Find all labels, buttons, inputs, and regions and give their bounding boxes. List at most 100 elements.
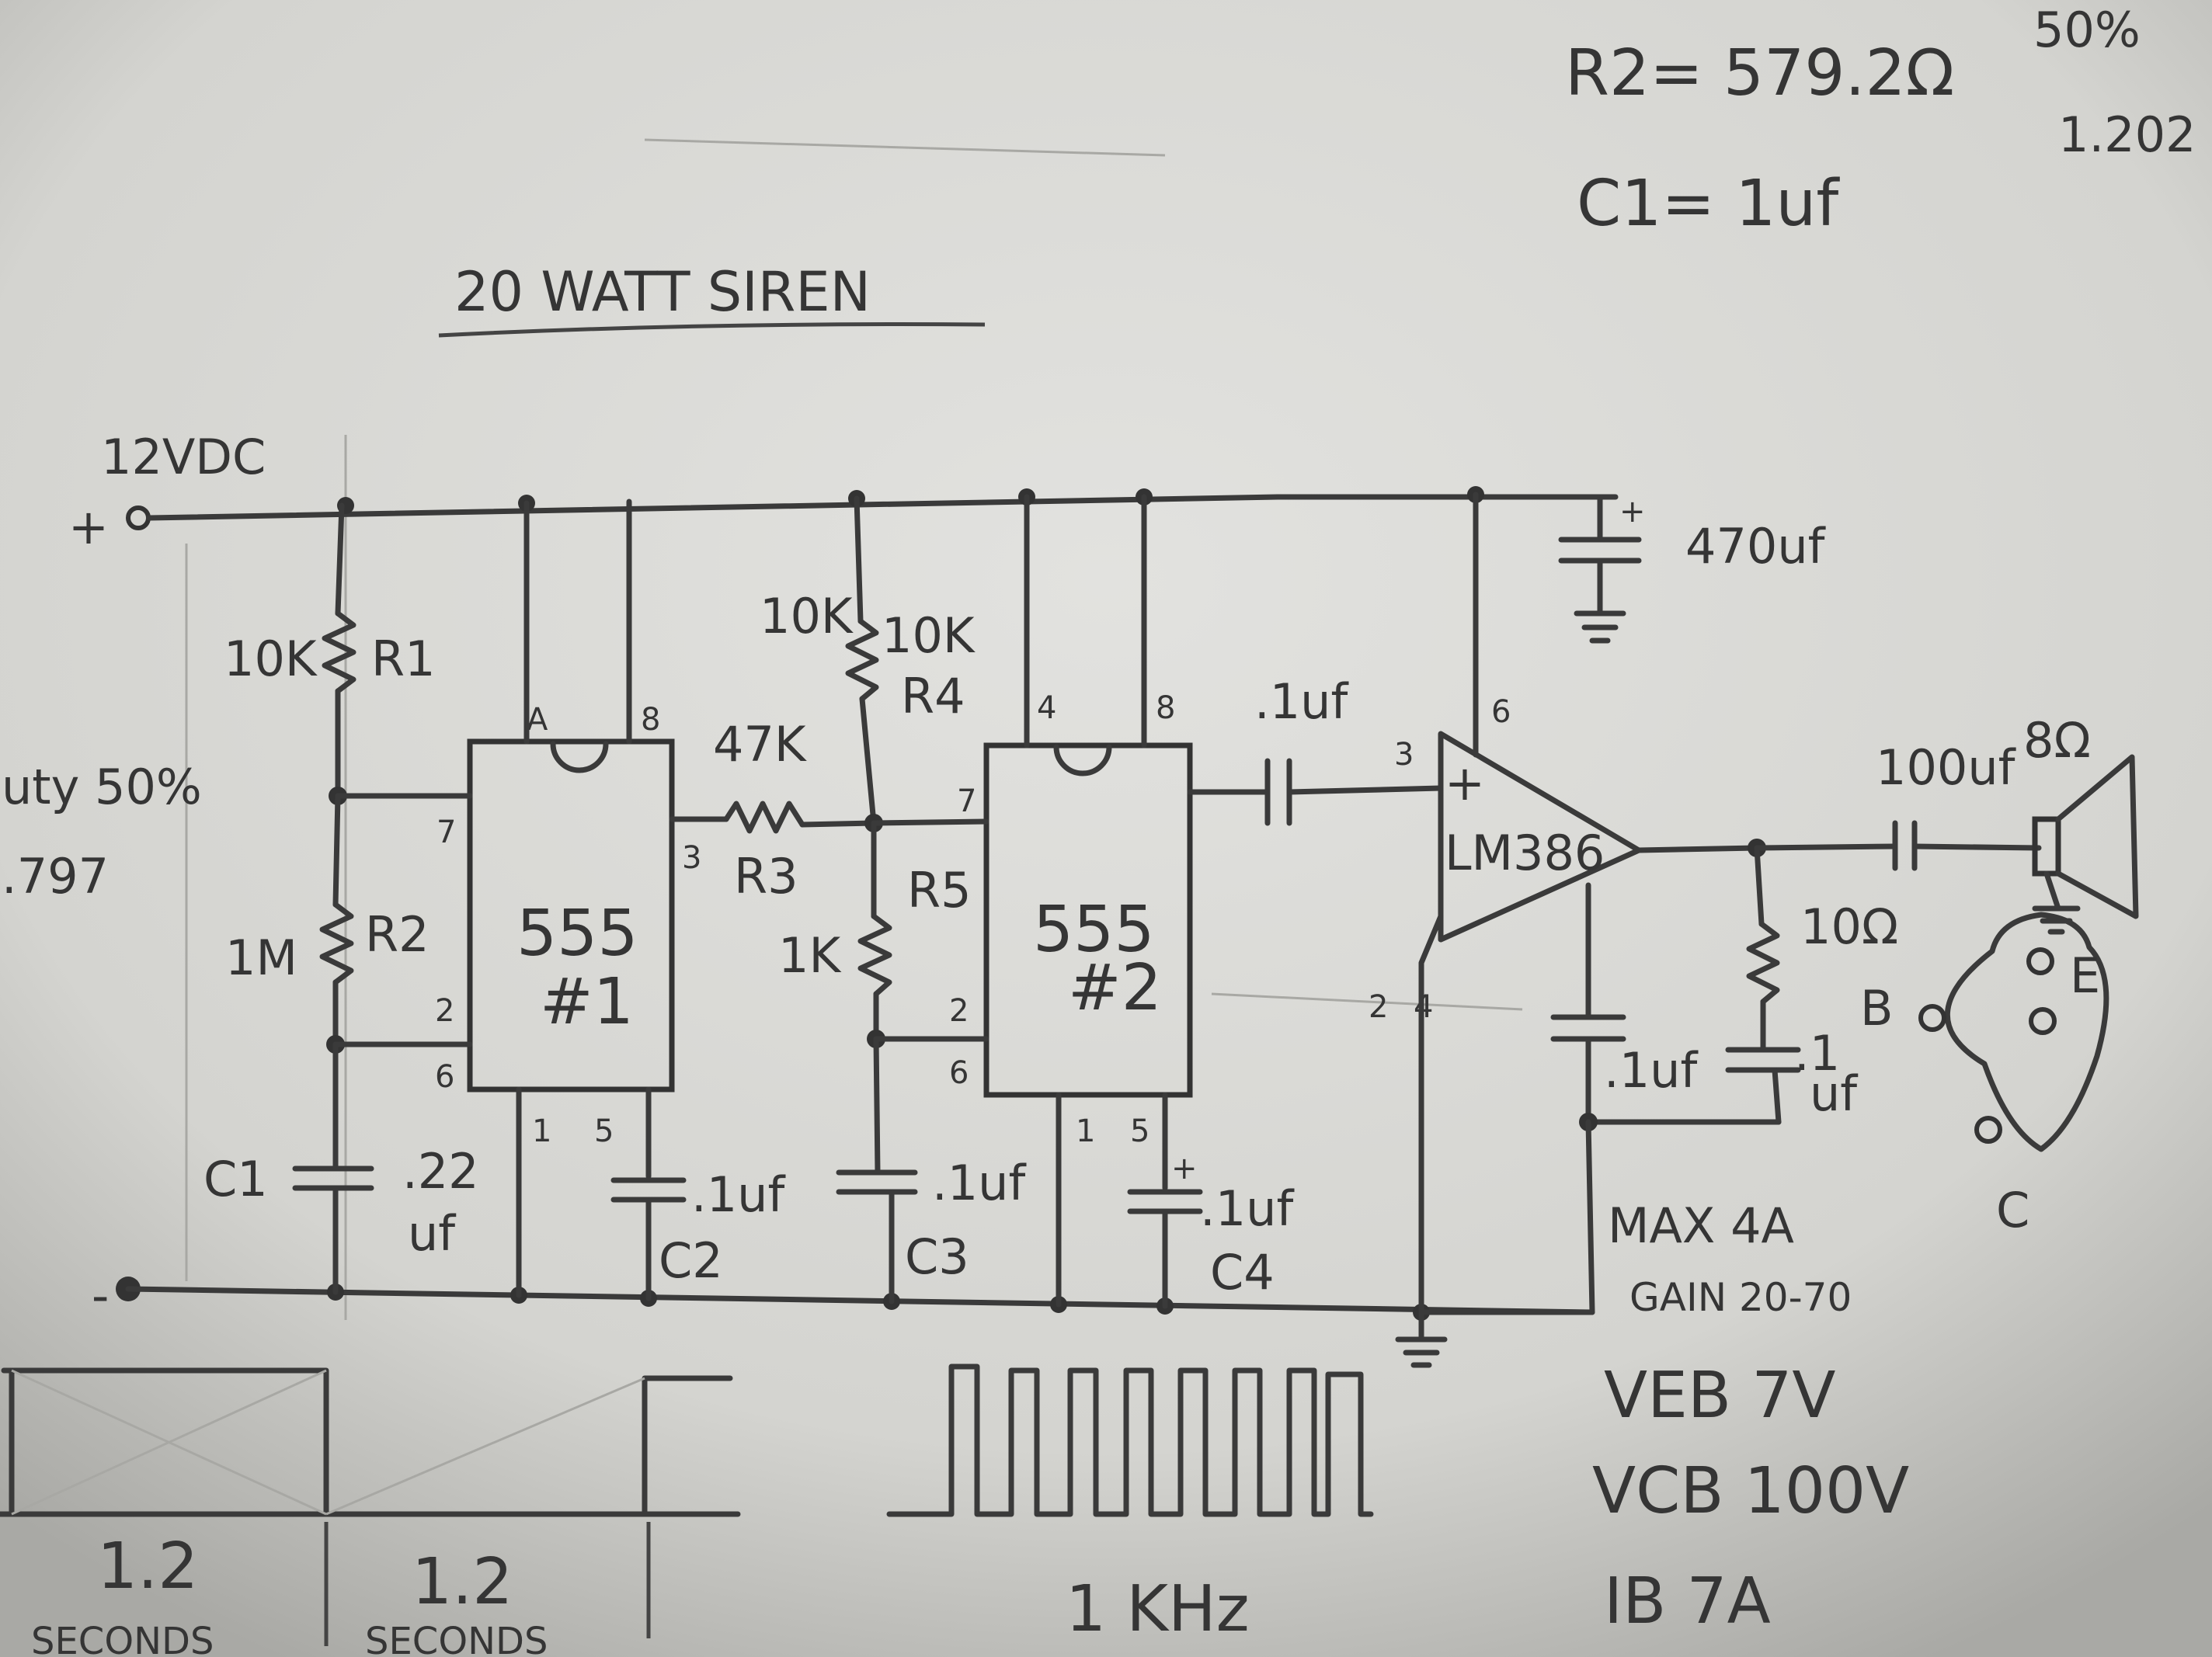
- c2-name: C2: [659, 1232, 723, 1289]
- r2-value: 1M: [225, 929, 297, 986]
- transistor-pin-top: [2026, 947, 2054, 975]
- zobel-c1-value: .1uf: [1604, 1042, 1699, 1099]
- ic2-type: 555: [1033, 893, 1155, 967]
- output-wire: [1636, 845, 1760, 853]
- ic1-pin-2: 2: [435, 993, 454, 1029]
- spec-ib: IB 7A: [1604, 1565, 1771, 1638]
- ic2-pin-4: 4: [1037, 690, 1056, 726]
- spec-gain: GAIN 20-70: [1629, 1275, 1852, 1320]
- lm386-body: [1438, 731, 1642, 943]
- interval-1-value: 1.2: [97, 1530, 198, 1603]
- supply-voltage-label: 12VDC: [101, 429, 266, 485]
- title-underline: [438, 322, 986, 338]
- bulk-cap-polarity: +: [1619, 494, 1646, 530]
- c1-name: C1: [203, 1151, 268, 1207]
- r1-wire-top: [335, 502, 345, 617]
- ic2-pin-5: 5: [1130, 1113, 1149, 1149]
- ic2-pin-1: 1: [1076, 1113, 1095, 1149]
- square-wave-slow: [0, 1367, 741, 1517]
- out-cap-value: 100uf: [1876, 739, 2017, 796]
- zobel-c2-value-line1: .1: [1794, 1025, 1840, 1082]
- ic2-pin-6: 6: [949, 1055, 969, 1091]
- lm386-pin-2: 2: [1369, 989, 1388, 1025]
- ic1-id: #1: [540, 965, 634, 1039]
- zobel-c2-wire-bottom: [1772, 1067, 1782, 1125]
- ic2-id: #2: [1068, 951, 1162, 1025]
- c1-value-line1: .22: [402, 1143, 479, 1200]
- transistor-pin-bottom: [1974, 1116, 2002, 1144]
- supply-plus-label: +: [68, 498, 109, 555]
- c4-name: C4: [1210, 1244, 1275, 1301]
- r2-resistor: [319, 901, 354, 985]
- ic1-type: 555: [516, 897, 638, 971]
- c1-value-line2: uf: [408, 1205, 457, 1262]
- coupling-cap-value: .1uf: [1254, 673, 1349, 730]
- lm386-pin-6: 6: [1491, 694, 1511, 730]
- c4-polarity: +: [1171, 1151, 1198, 1186]
- zobel-resistor: [1746, 921, 1780, 1005]
- r4-name: R4: [901, 668, 965, 724]
- r2-note: R2= 579.2Ω: [1565, 36, 1954, 110]
- ic1-pin-6: 6: [435, 1059, 454, 1095]
- left-number-note: .797: [2, 848, 109, 905]
- speaker-cone: [2055, 754, 2139, 919]
- ic1-notch: [550, 741, 609, 773]
- interval-2-unit: SECONDS: [365, 1620, 548, 1657]
- out-cap-wire-left: [1754, 843, 1898, 851]
- r4-resistor: [845, 618, 879, 702]
- bulk-cap-value: 470uf: [1685, 518, 1827, 575]
- r1-value: 10K: [224, 630, 318, 687]
- interval-2-value: 1.2: [412, 1545, 513, 1619]
- ic2-body: [983, 742, 1193, 1098]
- ic1-pin-7: 7: [436, 815, 456, 850]
- supply-minus-label: -: [92, 1267, 109, 1324]
- c3-name: C3: [905, 1228, 969, 1285]
- speaker-ground-wire: [2043, 870, 2061, 912]
- r4-wire-bottom: [859, 696, 877, 826]
- speaker-value: 8Ω: [2023, 712, 2091, 769]
- corner-number: 1.202: [2058, 106, 2196, 163]
- c3-value: .1uf: [932, 1155, 1027, 1211]
- r5-name: R5: [907, 862, 972, 919]
- lm386-plus: +: [1445, 755, 1485, 811]
- transistor-pin-left: [1918, 1004, 1946, 1032]
- r3-name: R3: [734, 848, 798, 905]
- left-duty-note: uty 50%: [2, 759, 202, 815]
- spec-max-current: MAX 4A: [1608, 1197, 1794, 1254]
- coupling-wire-right: [1286, 785, 1444, 795]
- c1-note: C1= 1uf: [1577, 167, 1840, 241]
- page-title: 20 WATT SIREN: [454, 260, 871, 324]
- r4-wire-top: [854, 495, 864, 624]
- ic1-pin-5: 5: [594, 1113, 614, 1149]
- lm386-pin-3: 3: [1394, 737, 1414, 773]
- r1-name: R1: [371, 630, 436, 687]
- ic2-pin-7: 7: [957, 783, 976, 819]
- c3-wire-top: [873, 1036, 881, 1176]
- zobel-ground-return: [1418, 1119, 1595, 1315]
- r3-wire-right: [799, 820, 877, 828]
- interval-1-unit: SECONDS: [31, 1620, 214, 1657]
- c2-value: .1uf: [691, 1166, 786, 1223]
- square-wave-fast: [886, 1363, 1374, 1517]
- r5-resistor: [857, 913, 892, 997]
- ic2-pin-2: 2: [949, 993, 969, 1029]
- ic2-pin-8: 8: [1156, 690, 1175, 726]
- ic1-body: [467, 738, 675, 1093]
- positive-rail: [146, 494, 1281, 521]
- c4-value: .1uf: [1200, 1180, 1295, 1237]
- ground-rail: [125, 1286, 1595, 1315]
- r2-wire-top: [332, 793, 341, 908]
- transistor-b-label: B: [1860, 980, 1894, 1037]
- corner-percent: 50%: [2033, 2, 2141, 58]
- r4-side-value: 10K: [760, 588, 854, 644]
- out-cap-wire-right: [1911, 843, 2042, 851]
- transistor-e-label: E: [2070, 947, 2100, 1004]
- transistor-pin-right: [2029, 1007, 2057, 1035]
- lm386-pin2-4-wire: [1418, 913, 1444, 1315]
- r2-name: R2: [365, 906, 430, 963]
- transistor-c-label: C: [1996, 1182, 2029, 1238]
- ic2-notch: [1053, 744, 1112, 776]
- zobel-r-wire-top: [1754, 845, 1765, 927]
- zobel-c2-value-line2: uf: [1810, 1065, 1859, 1122]
